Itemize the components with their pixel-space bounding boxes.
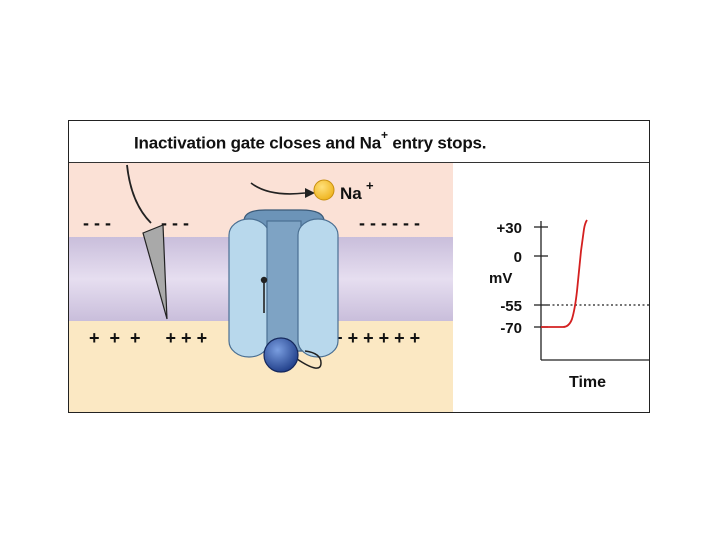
y-unit-label: mV — [489, 270, 512, 287]
membrane-potential-graph: +30 0 mV -55 -70 Time — [489, 219, 649, 391]
tick-label-plus30: +30 — [497, 220, 522, 237]
sodium-ion — [313, 179, 335, 201]
channel-right-subunit — [297, 218, 339, 358]
electrode-wire — [126, 164, 152, 224]
channel-left-subunit — [228, 218, 270, 358]
sodium-ion-label: Na — [340, 184, 362, 203]
inactivation-gate-tether — [296, 350, 322, 369]
figure-title: Inactivation gate closes and Na+ entry s… — [134, 128, 487, 154]
inactivation-gate-ball — [263, 337, 299, 373]
title-text: Inactivation gate closes and Na — [134, 133, 381, 153]
sodium-ion-charge: + — [366, 178, 374, 193]
title-divider — [69, 162, 649, 163]
ion-exit-arrowhead — [305, 188, 315, 198]
ion-exit-arrow — [250, 182, 306, 195]
tick-label-minus70: -70 — [500, 320, 522, 337]
tick-label-minus55: -55 — [500, 298, 522, 315]
x-axis-label: Time — [569, 374, 606, 391]
action-potential-trace — [541, 219, 588, 328]
title-superscript: + — [381, 128, 388, 142]
gate-hinge-point — [260, 276, 268, 284]
diagram-canvas: - - - - - - - - - - - - + + + + + + + + … — [69, 163, 649, 412]
electrode-pipette — [142, 224, 168, 320]
channel-center-subunit — [266, 220, 302, 352]
title-text-end: entry stops. — [387, 133, 487, 153]
figure-frame: Inactivation gate closes and Na+ entry s… — [68, 120, 650, 413]
tick-label-0: 0 — [514, 249, 522, 266]
